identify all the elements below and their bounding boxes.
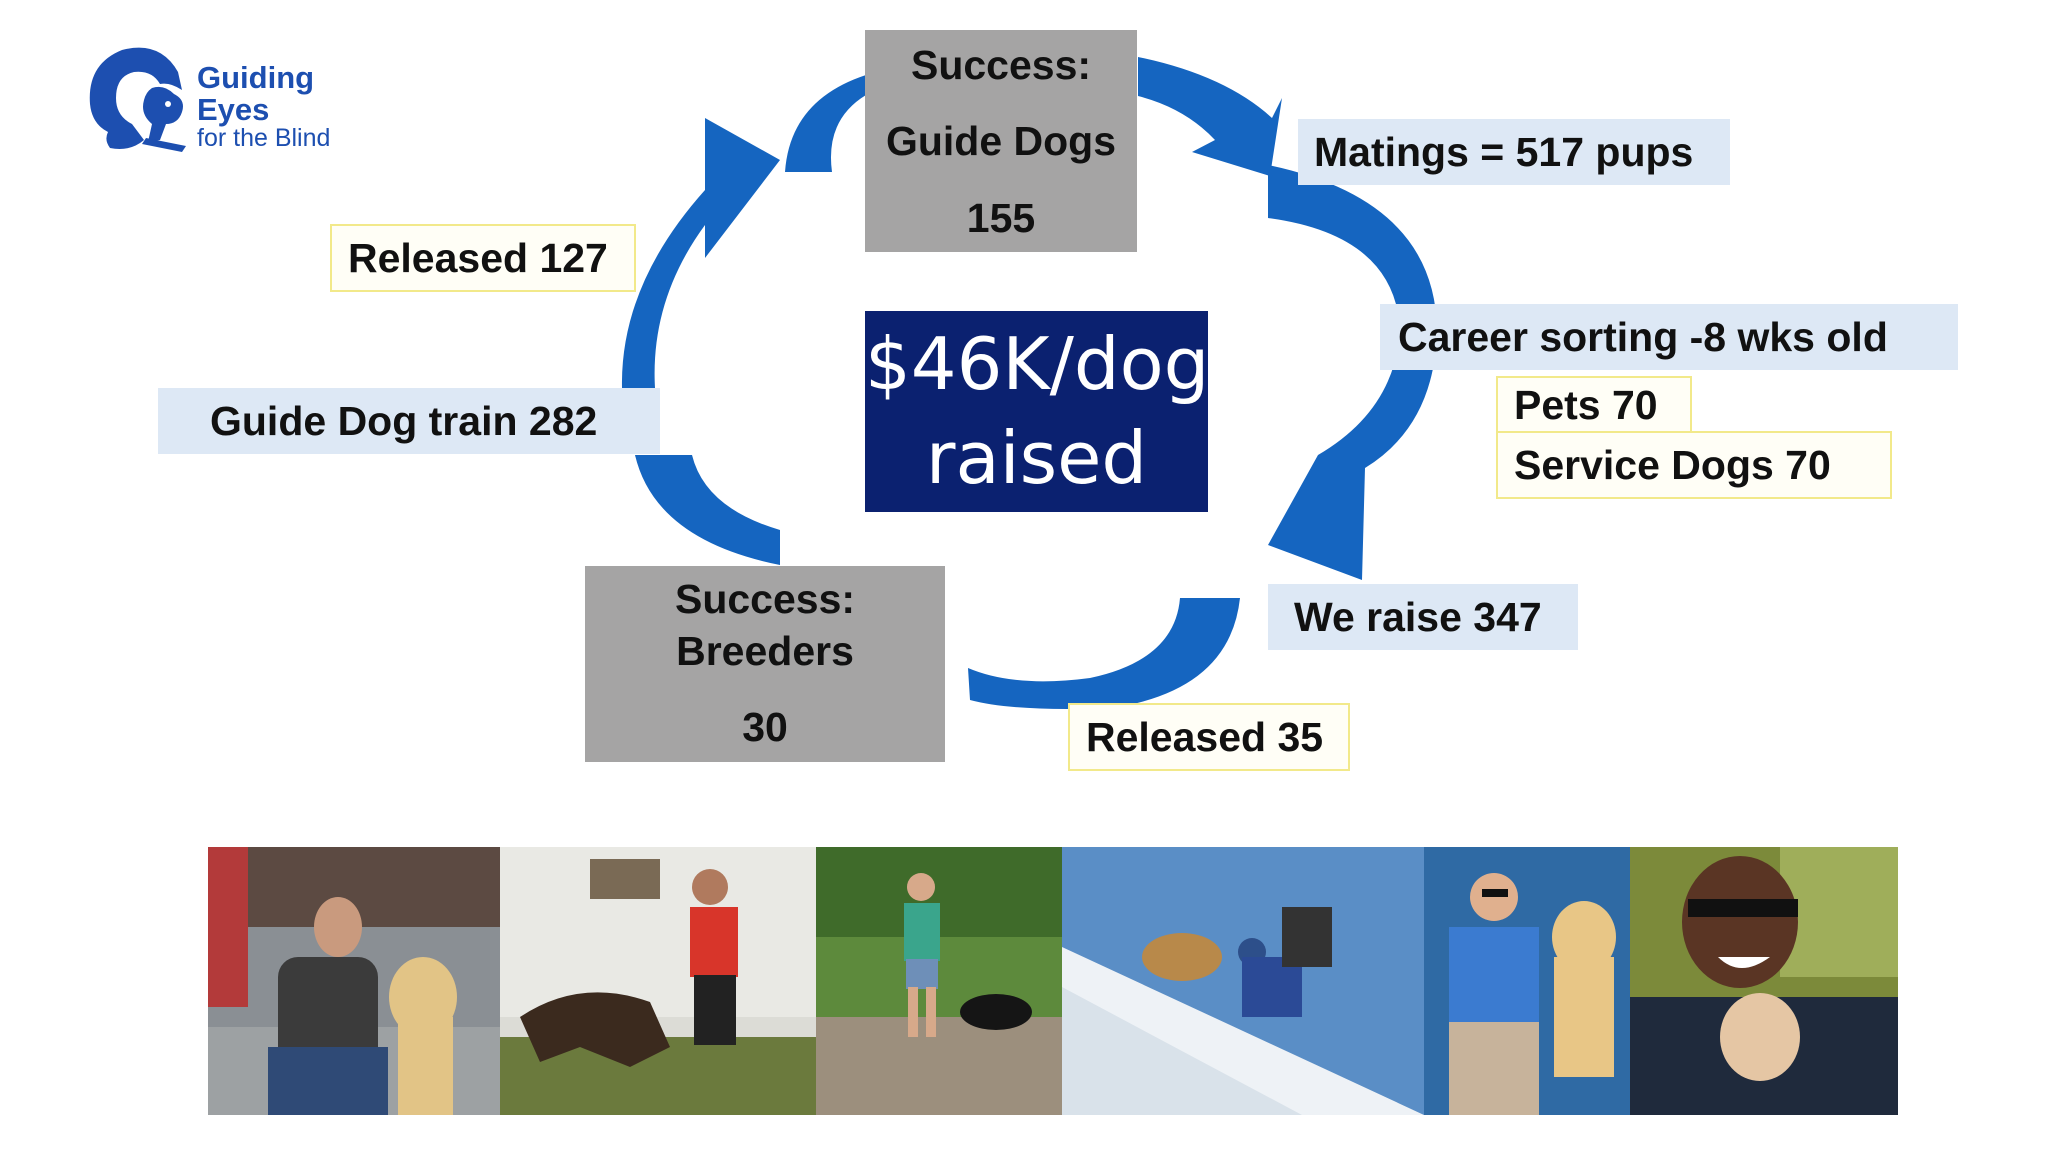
- released-127-label: Released 127: [330, 224, 636, 292]
- pets-label: Pets 70: [1496, 376, 1692, 434]
- cost-per-dog-label: raised: [925, 415, 1148, 500]
- success-breeders-subtitle: Breeders: [676, 628, 854, 674]
- logo-line-for-the-blind: for the Blind: [197, 124, 331, 152]
- cost-per-dog-amount: $46K/dog: [865, 321, 1210, 406]
- success-guide-dogs-title: Success:: [910, 42, 1092, 88]
- woman-walking-black-labrador-photo: [816, 847, 1062, 1115]
- success-breeders-box: Success: Breeders 30: [585, 566, 945, 762]
- service-dogs-label: Service Dogs 70: [1496, 431, 1892, 499]
- logo-line-guiding: Guiding: [197, 60, 315, 95]
- released-35-label: Released 35: [1068, 703, 1350, 771]
- photo-man-sitting-with-lab: [1424, 847, 1630, 1115]
- photo-man-with-puppy: [1630, 847, 1898, 1115]
- man-kneeling-with-yellow-labrador-photo: [208, 847, 500, 1115]
- smiling-man-holding-puppy-photo: [1630, 847, 1898, 1115]
- arrow-top-right: [1138, 57, 1282, 176]
- photo-climber-with-dog: [1062, 847, 1424, 1115]
- photo-runner-with-shepherd: [500, 847, 816, 1115]
- matings-label: Matings = 517 pups: [1298, 119, 1730, 185]
- guiding-eyes-logo-icon: [89, 47, 186, 152]
- logo-line-eyes: Eyes: [197, 92, 270, 127]
- photo-man-with-yellow-lab: [208, 847, 500, 1115]
- arrow-right: [1268, 165, 1437, 580]
- man-climbing-snowy-slope-with-dog-photo: [1062, 847, 1424, 1115]
- guide-dog-train-label: Guide Dog train 282: [158, 388, 660, 454]
- logo: Guiding Eyes for the Blind: [82, 44, 342, 154]
- we-raise-label: We raise 347: [1268, 584, 1578, 650]
- arrow-bottom-right: [968, 598, 1240, 709]
- success-breeders-value: 30: [742, 704, 788, 750]
- success-breeders-title: Success:: [674, 576, 856, 622]
- success-guide-dogs-subtitle: Guide Dogs: [885, 118, 1117, 164]
- career-sorting-label: Career sorting -8 wks old: [1380, 304, 1958, 370]
- arrow-top-left: [785, 75, 866, 172]
- man-running-with-german-shepherd-photo: [500, 847, 816, 1115]
- man-sitting-with-yellow-labrador-photo: [1424, 847, 1630, 1115]
- cost-per-dog-box: $46K/dog raised: [865, 311, 1210, 512]
- arrow-left: [621, 118, 780, 388]
- success-guide-dogs-box: Success: Guide Dogs 155: [865, 30, 1137, 252]
- arrow-bottom-left: [635, 455, 780, 565]
- success-guide-dogs-value: 155: [966, 195, 1036, 241]
- photo-woman-with-black-lab: [816, 847, 1062, 1115]
